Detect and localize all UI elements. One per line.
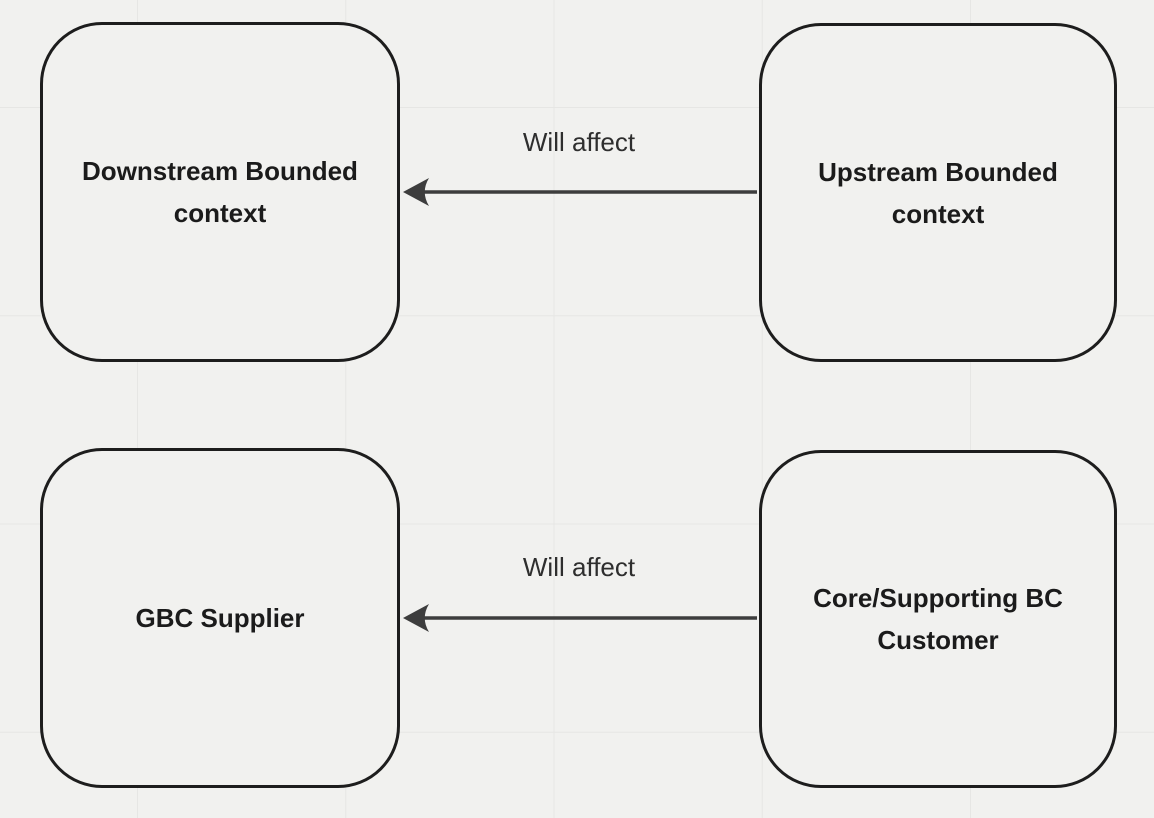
node-label: Downstream Bounded context (82, 156, 358, 228)
node-downstream-bounded-context[interactable]: Downstream Bounded context (40, 22, 400, 362)
edge-label-will-affect-bottom[interactable]: Will affect (522, 552, 636, 582)
node-label: Upstream Bounded context (818, 156, 1058, 229)
arrowhead-left-icon (403, 604, 429, 632)
node-upstream-bounded-context[interactable]: Upstream Bounded context (759, 23, 1117, 362)
node-core-supporting-bc-customer[interactable]: Core/Supporting BC Customer (759, 450, 1117, 788)
arrowhead-left-icon (403, 178, 429, 206)
edge-label-will-affect-top[interactable]: Will affect (522, 127, 636, 157)
edge-will-affect-bottom[interactable] (403, 604, 757, 632)
node-gbc-supplier[interactable]: GBC Supplier (40, 448, 400, 788)
node-label: GBC Supplier (135, 603, 305, 633)
edge-will-affect-top[interactable] (403, 178, 757, 206)
node-label: Core/Supporting BC Customer (813, 583, 1063, 655)
